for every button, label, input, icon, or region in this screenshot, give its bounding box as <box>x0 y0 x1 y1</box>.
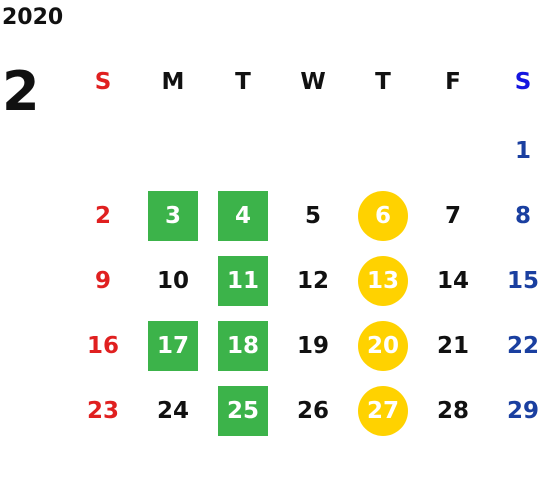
day-number: 5 <box>304 202 321 229</box>
day-number: 27 <box>358 385 408 436</box>
weekday-wednesday: W <box>300 69 326 95</box>
day-number: 16 <box>86 332 119 359</box>
day-cell[interactable]: 1 <box>488 118 548 183</box>
day-number: 20 <box>358 320 408 371</box>
empty-cell <box>278 118 348 183</box>
day-number: 23 <box>86 397 119 424</box>
day-cell[interactable]: 5 <box>278 183 348 248</box>
weekday-header-row: S M T W T F S <box>68 64 548 100</box>
weekday-monday: M <box>161 69 185 95</box>
day-cell[interactable]: 4 <box>208 183 278 248</box>
day-cell[interactable]: 27 <box>348 378 418 443</box>
weekday-thursday: T <box>375 69 391 95</box>
day-number: 12 <box>296 267 329 294</box>
day-number: 8 <box>514 202 531 229</box>
day-number: 6 <box>358 190 408 241</box>
day-number: 25 <box>218 385 268 436</box>
day-cell[interactable]: 7 <box>418 183 488 248</box>
day-cell[interactable]: 29 <box>488 378 548 443</box>
day-cell[interactable]: 13 <box>348 248 418 313</box>
day-cell[interactable]: 14 <box>418 248 488 313</box>
day-cell[interactable]: 8 <box>488 183 548 248</box>
day-number: 2 <box>94 202 111 229</box>
year-label: 2020 <box>2 5 64 30</box>
day-cell[interactable]: 12 <box>278 248 348 313</box>
day-number: 3 <box>148 190 198 241</box>
weekday-tuesday: T <box>235 69 251 95</box>
day-number: 17 <box>148 320 198 371</box>
weekday-sunday: S <box>94 69 112 95</box>
day-number: 9 <box>94 267 111 294</box>
day-number: 15 <box>506 267 539 294</box>
day-number: 13 <box>358 255 408 306</box>
empty-cell <box>208 118 278 183</box>
day-number: 18 <box>218 320 268 371</box>
day-cell[interactable]: 22 <box>488 313 548 378</box>
day-cell[interactable]: 15 <box>488 248 548 313</box>
day-cell[interactable]: 23 <box>68 378 138 443</box>
day-number: 24 <box>156 397 189 424</box>
day-number: 26 <box>296 397 329 424</box>
day-number: 14 <box>436 267 469 294</box>
day-cell[interactable]: 18 <box>208 313 278 378</box>
day-cell[interactable]: 24 <box>138 378 208 443</box>
empty-cell <box>68 118 138 183</box>
day-cell[interactable]: 21 <box>418 313 488 378</box>
day-cell[interactable]: 6 <box>348 183 418 248</box>
day-cell[interactable]: 16 <box>68 313 138 378</box>
weekday-friday: F <box>445 69 461 95</box>
day-cell[interactable]: 25 <box>208 378 278 443</box>
day-cell[interactable]: 10 <box>138 248 208 313</box>
day-cell[interactable]: 28 <box>418 378 488 443</box>
empty-cell <box>418 118 488 183</box>
day-cell[interactable]: 3 <box>138 183 208 248</box>
day-number: 10 <box>156 267 189 294</box>
day-number: 22 <box>506 332 539 359</box>
day-cell[interactable]: 9 <box>68 248 138 313</box>
day-number: 1 <box>514 137 531 164</box>
empty-cell <box>138 118 208 183</box>
day-cell[interactable]: 26 <box>278 378 348 443</box>
day-cell[interactable]: 17 <box>138 313 208 378</box>
day-number: 19 <box>296 332 329 359</box>
day-cell[interactable]: 2 <box>68 183 138 248</box>
day-cell[interactable]: 11 <box>208 248 278 313</box>
month-label: 2 <box>2 60 40 123</box>
day-number: 4 <box>218 190 268 241</box>
weekday-saturday: S <box>514 69 532 95</box>
day-cell[interactable]: 20 <box>348 313 418 378</box>
day-cell[interactable]: 19 <box>278 313 348 378</box>
empty-cell <box>348 118 418 183</box>
day-number: 7 <box>444 202 461 229</box>
day-number: 21 <box>436 332 469 359</box>
day-number: 29 <box>506 397 539 424</box>
day-number: 11 <box>218 255 268 306</box>
day-number: 28 <box>436 397 469 424</box>
